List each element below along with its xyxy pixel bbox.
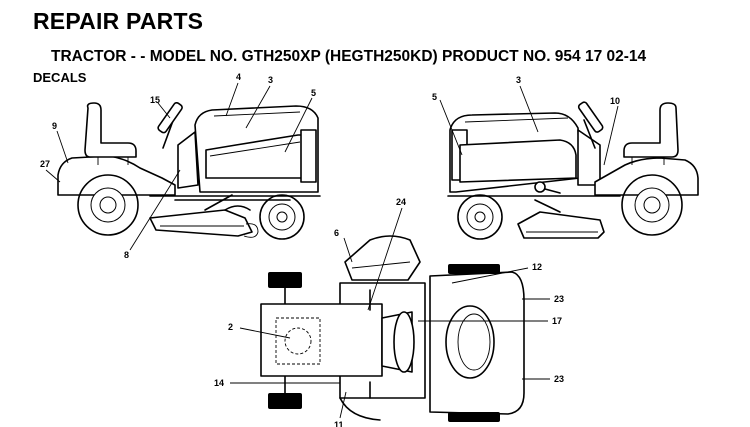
callout-3: 3 (268, 75, 273, 85)
callout-23b: 23 (554, 374, 564, 384)
callout-27: 27 (40, 159, 50, 169)
callout-24: 24 (396, 197, 406, 207)
tractor-top-view (260, 235, 525, 422)
right-leaders (439, 85, 619, 166)
callout-17: 17 (552, 316, 562, 326)
callout-5: 5 (311, 88, 316, 98)
tractor-right-view (447, 101, 699, 240)
callout-2: 2 (228, 322, 233, 332)
callout-4: 4 (236, 72, 241, 82)
callout-9: 9 (52, 121, 57, 131)
callout-5-right: 5 (432, 92, 437, 102)
callout-6: 6 (334, 228, 339, 238)
left-leaders (45, 82, 313, 251)
model-subtitle: TRACTOR - - MODEL NO. GTH250XP (HEGTH250… (51, 48, 647, 65)
tractor-left-view (57, 101, 321, 240)
section-label: DECALS (33, 70, 87, 85)
callout-10: 10 (610, 96, 620, 106)
callout-14: 14 (214, 378, 224, 388)
callout-11: 11 (334, 420, 344, 427)
page-title: REPAIR PARTS (33, 8, 204, 34)
callout-3-right: 3 (516, 75, 521, 85)
top-leaders (230, 207, 550, 419)
callout-12: 12 (532, 262, 542, 272)
callout-23a: 23 (554, 294, 564, 304)
callout-15: 15 (150, 95, 160, 105)
callout-8: 8 (124, 250, 129, 260)
callout-labels: 15 4 3 5 9 27 8 5 3 10 6 24 12 23 2 17 1… (40, 72, 620, 427)
